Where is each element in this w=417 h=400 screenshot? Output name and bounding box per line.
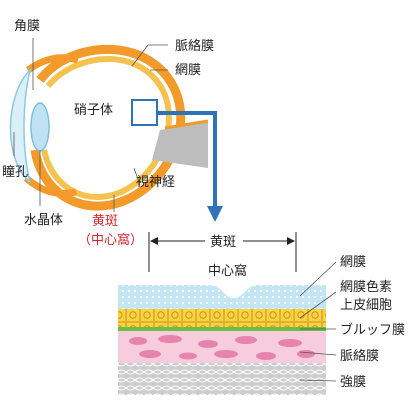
label-fovea-eye: （中心窩） [78,232,143,248]
bruch-membrane-layer [118,327,326,331]
label-pupil: 瞳孔 [2,165,28,180]
section-leader-lines [299,261,337,382]
retina-layer [118,285,326,309]
macula-dimension [148,232,297,272]
label-choroid: 脈絡膜 [175,38,214,54]
eye-leader-lines [13,38,168,212]
zoom-callout-arrow [157,111,223,222]
vitreous-body [50,66,162,191]
label-optic-nerve: 視神経 [136,175,175,190]
label-choroid-section: 脈絡膜 [340,348,379,364]
iris-band [25,54,79,73]
choroid-layer [118,331,326,363]
label-retina: 網膜 [175,63,201,78]
label-lens: 水晶体 [24,213,63,228]
label-bruch: ブルッフ膜 [340,322,405,338]
label-macula-section: 黄斑 [210,235,236,250]
label-cornea: 角膜 [14,19,40,34]
label-vitreous: 硝子体 [74,103,113,118]
label-rpe-line2: 上皮細胞 [340,298,392,313]
retina-cross-section [118,285,326,395]
rpe-layer [118,309,326,327]
label-fovea-section: 中心窩 [208,263,247,279]
label-sclera-section: 強膜 [340,375,366,390]
cornea-shape [9,67,32,185]
sclera-layer [118,363,326,395]
label-rpe-line1: 網膜色素 [340,279,392,295]
label-macula-eye: 黄斑 [92,214,118,229]
lens-shape [30,102,50,152]
label-retina-section: 網膜 [340,255,366,270]
optic-nerve-shape [152,122,208,168]
eyeball [9,44,209,211]
